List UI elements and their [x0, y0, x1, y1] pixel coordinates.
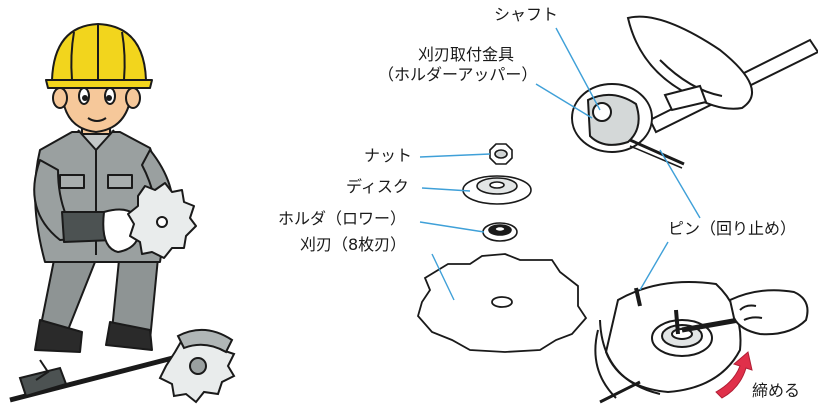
shaft-guard-assembly: [571, 15, 818, 169]
mount-leader: [535, 83, 593, 119]
label-nut: ナット: [364, 146, 413, 165]
label-shaft: シャフト: [494, 5, 559, 24]
label-mount-line1: 刈刃取付金具: [418, 45, 515, 64]
label-holder-lower: ホルダ（ロワー）: [278, 209, 407, 228]
label-blade: 刈刃（8枚刃）: [300, 235, 407, 254]
disc-part: [462, 175, 532, 205]
nut-leader: [419, 153, 491, 158]
holder-leader: [419, 221, 485, 233]
worker-figure: [33, 23, 197, 353]
label-tighten: 締める: [752, 381, 801, 400]
label-mount-line2: （ホルダーアッパー）: [378, 65, 538, 84]
label-disc: ディスク: [346, 177, 409, 196]
shaft-leader: [555, 27, 601, 111]
blade-part: [417, 253, 588, 353]
leader-lines: [419, 27, 701, 301]
pin-leader-upper: [659, 149, 701, 219]
holder-lower-part: [482, 222, 518, 242]
mounted-blade-view: [594, 281, 809, 404]
blade-leader: [431, 253, 455, 301]
label-pin: ピン（回り止め）: [668, 219, 797, 238]
brush-cutter-tool: [9, 329, 236, 404]
tighten-arrow: [715, 351, 753, 399]
disc-leader: [421, 187, 471, 192]
pin-leader-lower: [639, 241, 669, 291]
nut-part: [489, 143, 513, 165]
